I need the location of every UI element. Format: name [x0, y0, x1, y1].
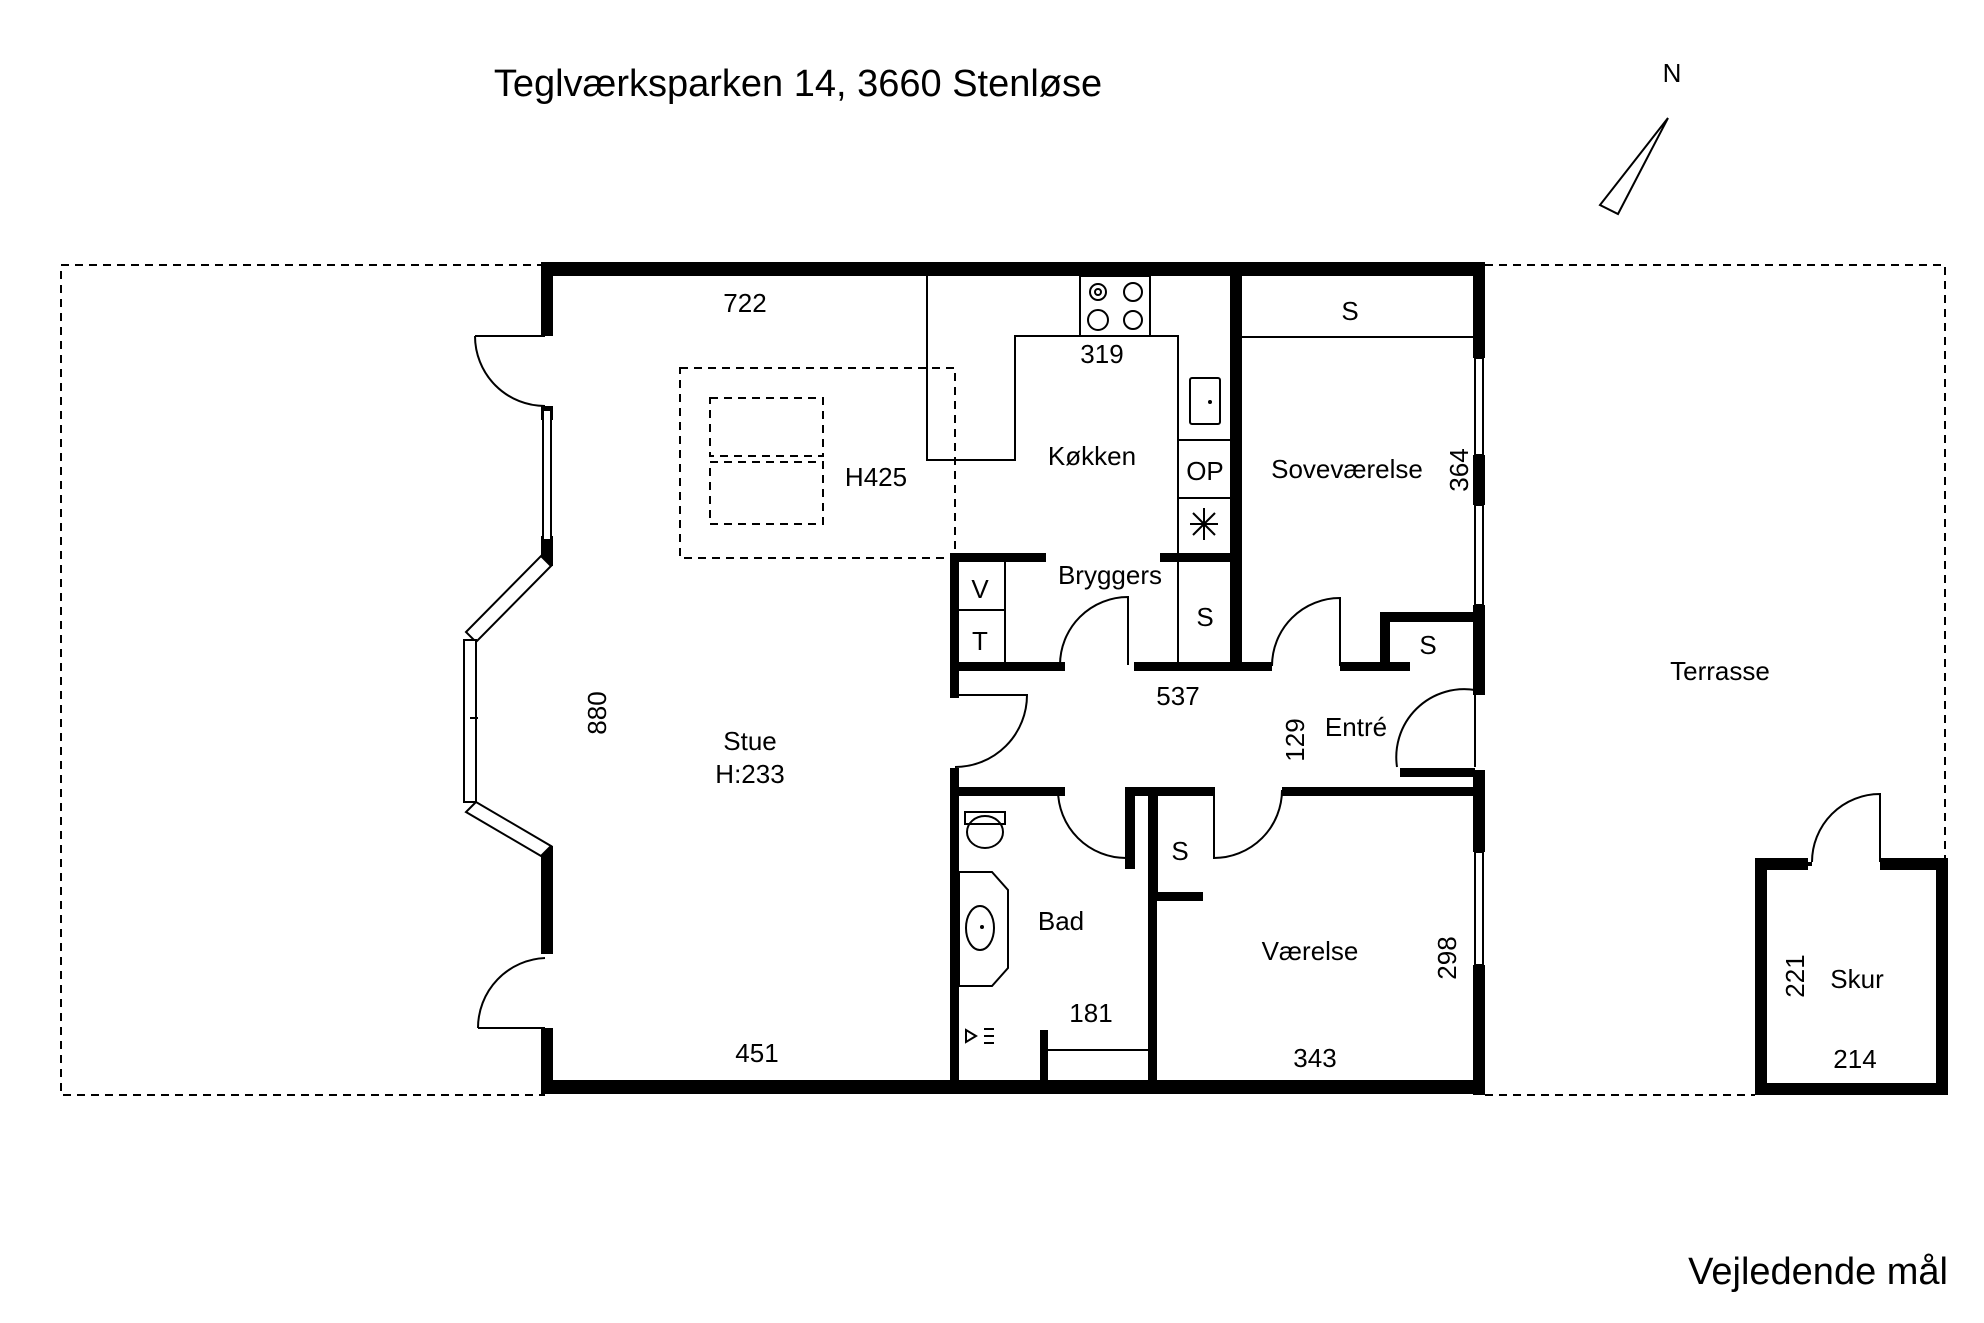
toilet-icon: [964, 811, 1006, 849]
bedroom-wardrobe-label: S: [1341, 296, 1358, 326]
guideline-note: Vejledende mål: [1688, 1251, 1948, 1293]
exterior-walls: [541, 262, 1485, 1095]
stue-door-top: [474, 335, 546, 407]
freezer-icon: [1190, 508, 1218, 540]
shower-icon: [965, 1028, 994, 1044]
kitchen-counters: [926, 275, 1230, 553]
interior-doors: [954, 595, 1476, 860]
dim-319: 319: [1080, 339, 1123, 369]
room-vaerelse: Værelse: [1262, 936, 1359, 966]
room-stue: Stue: [723, 726, 777, 756]
svg-text:N: N: [1663, 58, 1682, 88]
bryggers-storage-label: S: [1196, 602, 1213, 632]
room-sovevaerelse: Soveværelse: [1271, 454, 1423, 484]
dim-880: 880: [582, 691, 612, 734]
stue-door-bottom: [476, 957, 546, 1029]
dim-129: 129: [1280, 718, 1310, 761]
sink-icon: [1189, 377, 1221, 425]
stove-icon: [1087, 282, 1143, 331]
room-stue-height: H:233: [715, 759, 784, 789]
dim-214: 214: [1833, 1044, 1876, 1074]
washbasin-icon: [958, 871, 1009, 987]
loft-label: H425: [845, 462, 907, 492]
dim-298: 298: [1432, 936, 1462, 979]
room-terrasse: Terrasse: [1670, 656, 1770, 686]
dim-181: 181: [1069, 998, 1112, 1028]
dim-221: 221: [1780, 954, 1810, 997]
shed: [1755, 792, 1948, 1095]
bay-window: [463, 409, 553, 858]
dim-537: 537: [1156, 681, 1199, 711]
room-kokken: Køkken: [1048, 441, 1136, 471]
plot-boundary: [60, 264, 1946, 1096]
washer-dryer-units: [959, 562, 1006, 662]
right-windows: [1474, 357, 1484, 966]
entre-storage-label: S: [1419, 630, 1436, 660]
room-bad: Bad: [1038, 906, 1084, 936]
north-arrow-icon: N: [1598, 58, 1682, 216]
dim-451: 451: [735, 1038, 778, 1068]
plan-title: Teglværksparken 14, 3660 Stenløse: [494, 63, 1102, 105]
washer-label: V: [971, 574, 989, 604]
oven-label: OP: [1186, 456, 1224, 486]
dim-722: 722: [723, 288, 766, 318]
room-bryggers: Bryggers: [1058, 560, 1162, 590]
interior-walls: [950, 276, 1475, 1094]
room-entre: Entré: [1325, 712, 1387, 742]
dryer-label: T: [972, 626, 988, 656]
dim-343: 343: [1293, 1043, 1336, 1073]
dim-364: 364: [1444, 448, 1474, 491]
loft-area: [679, 367, 956, 559]
hall-closet-label: S: [1171, 836, 1188, 866]
room-skur: Skur: [1830, 964, 1884, 994]
